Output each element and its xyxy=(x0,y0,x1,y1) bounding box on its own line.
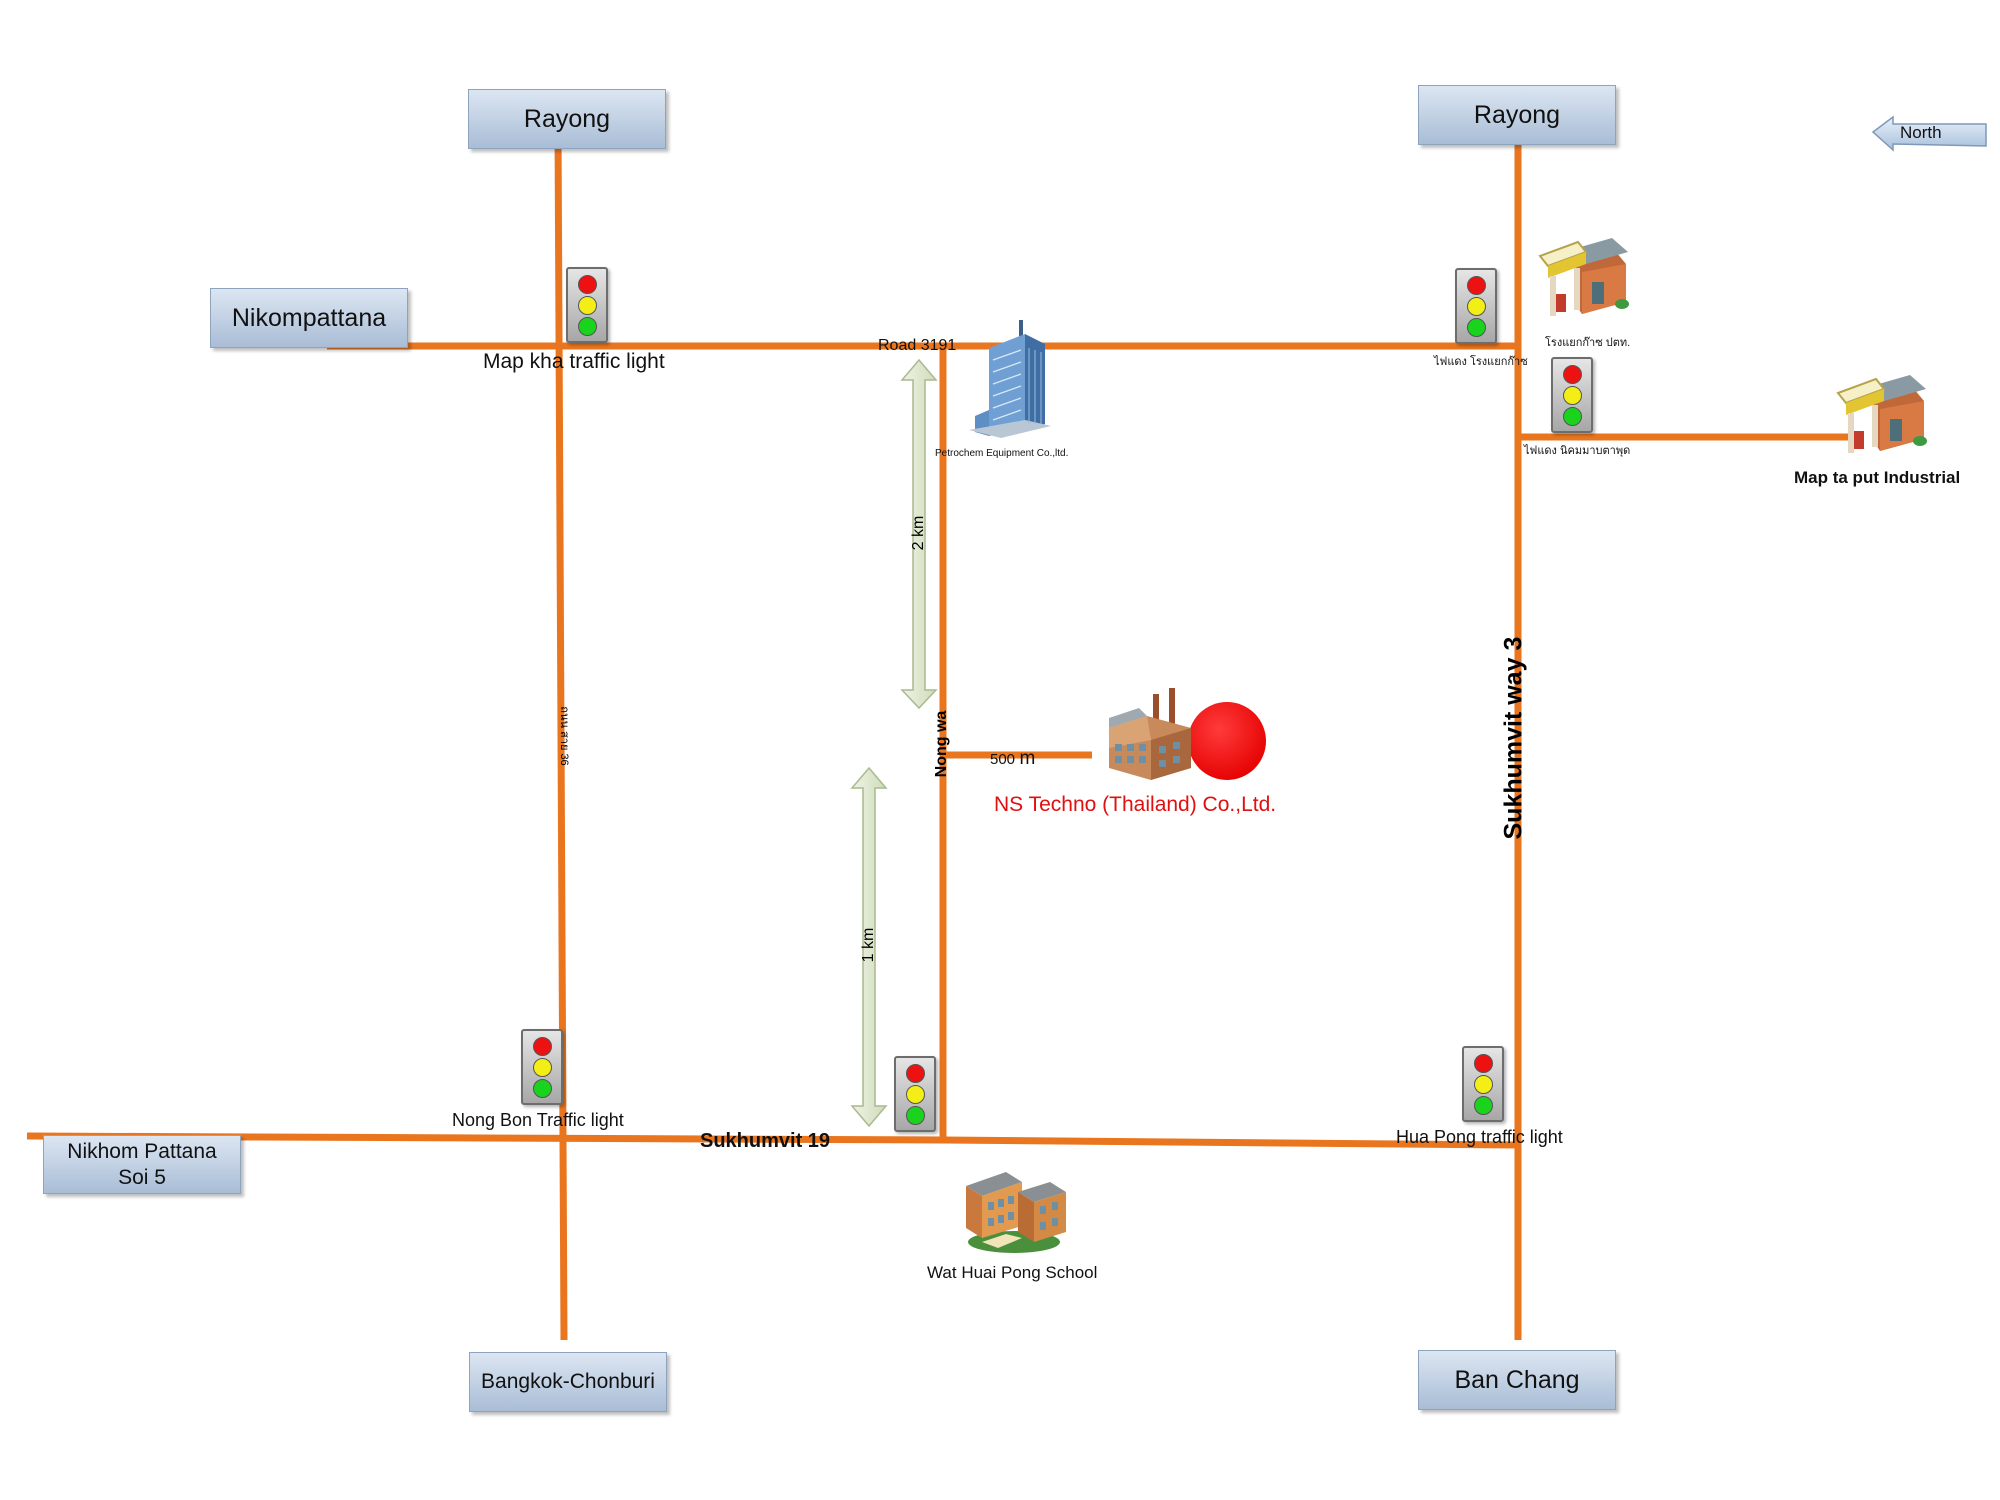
label-distance-lower: 1 km xyxy=(860,927,877,963)
map-ta-put-industrial-icon xyxy=(1836,375,1927,453)
north-arrow-icon xyxy=(1871,115,1987,152)
road-sukhumvit-19 xyxy=(26,1132,1519,1149)
destination-label: Rayong xyxy=(1473,101,1561,129)
label-petrochem-equipment: Petrochem Equipment Co.,ltd. xyxy=(935,448,1069,459)
label-gas-plant: โรงแยกก๊าซ ปตท. xyxy=(1545,337,1631,349)
destination-nikhom-pattana-soi5: Nikhom Pattana Soi 5 xyxy=(43,1135,241,1194)
north-label: North xyxy=(1900,123,1942,142)
label-sukhumvit-way-3: Sukhumvit way 3 xyxy=(1499,636,1528,840)
label-distance-spur: 500 m xyxy=(990,748,1035,770)
traffic-light-icon-east-branch xyxy=(1551,357,1593,433)
traffic-light-icon-hua-pong xyxy=(1462,1046,1504,1122)
destination-label: Nikompattana xyxy=(231,304,387,332)
distance-spur-value: 500 xyxy=(990,751,1016,768)
factory-icon xyxy=(1109,688,1191,780)
gas-plant-icon xyxy=(1538,238,1629,316)
label-wat-huai-pong-school: Wat Huai Pong School xyxy=(927,1263,1098,1282)
traffic-light-icon-sukhumvit-19 xyxy=(894,1056,936,1132)
distance-spur-unit: m xyxy=(1019,748,1036,769)
label-sukhumvit-19: Sukhumvit 19 xyxy=(700,1130,831,1152)
label-map-kha-traffic-light: Map kha traffic light xyxy=(483,350,665,373)
destination-rayong-left: Rayong xyxy=(468,89,666,149)
label-nong-wa: Nong wa xyxy=(933,710,950,778)
label-hua-pong-traffic-light: Hua Pong traffic light xyxy=(1396,1127,1563,1147)
traffic-light-icon-map-kha xyxy=(566,267,608,343)
destination-label: Bangkok-Chonburi xyxy=(481,1370,655,1394)
target-location-marker xyxy=(1188,702,1266,780)
destination-nikompattana: Nikompattana xyxy=(210,288,408,348)
label-east-branch-traffic-light: ไฟแดง นิคมมาบตาพุด xyxy=(1524,445,1631,457)
traffic-light-icon-nong-bon xyxy=(521,1029,563,1105)
label-left-vertical-road: ถนน สาย 36 xyxy=(558,706,570,766)
label-nong-bon-traffic-light: Nong Bon Traffic light xyxy=(452,1110,624,1130)
label-road-3191: Road 3191 xyxy=(878,337,957,354)
destination-rayong-right: Rayong xyxy=(1418,85,1616,145)
distance-arrow-upper xyxy=(900,358,938,710)
office-building-icon xyxy=(969,320,1051,438)
label-top-right-traffic-light: ไฟแดง โรงแยกก๊าซ xyxy=(1434,356,1528,368)
label-distance-upper: 2 km xyxy=(910,515,927,551)
school-icon xyxy=(966,1172,1066,1253)
destination-label-line1: Nikhom Pattana xyxy=(67,1140,217,1164)
destination-bangkok-chonburi: Bangkok-Chonburi xyxy=(469,1352,667,1412)
destination-ban-chang: Ban Chang xyxy=(1418,1350,1616,1410)
destination-label-line2: Soi 5 xyxy=(118,1165,166,1189)
destination-label: Rayong xyxy=(523,105,611,133)
traffic-light-icon-top-right xyxy=(1455,268,1497,344)
destination-label: Ban Chang xyxy=(1454,1366,1580,1394)
distance-arrow-lower xyxy=(850,766,888,1128)
label-map-ta-put-industrial: Map ta put Industrial xyxy=(1794,468,1961,487)
label-ns-techno: NS Techno (Thailand) Co.,Ltd. xyxy=(994,793,1277,816)
